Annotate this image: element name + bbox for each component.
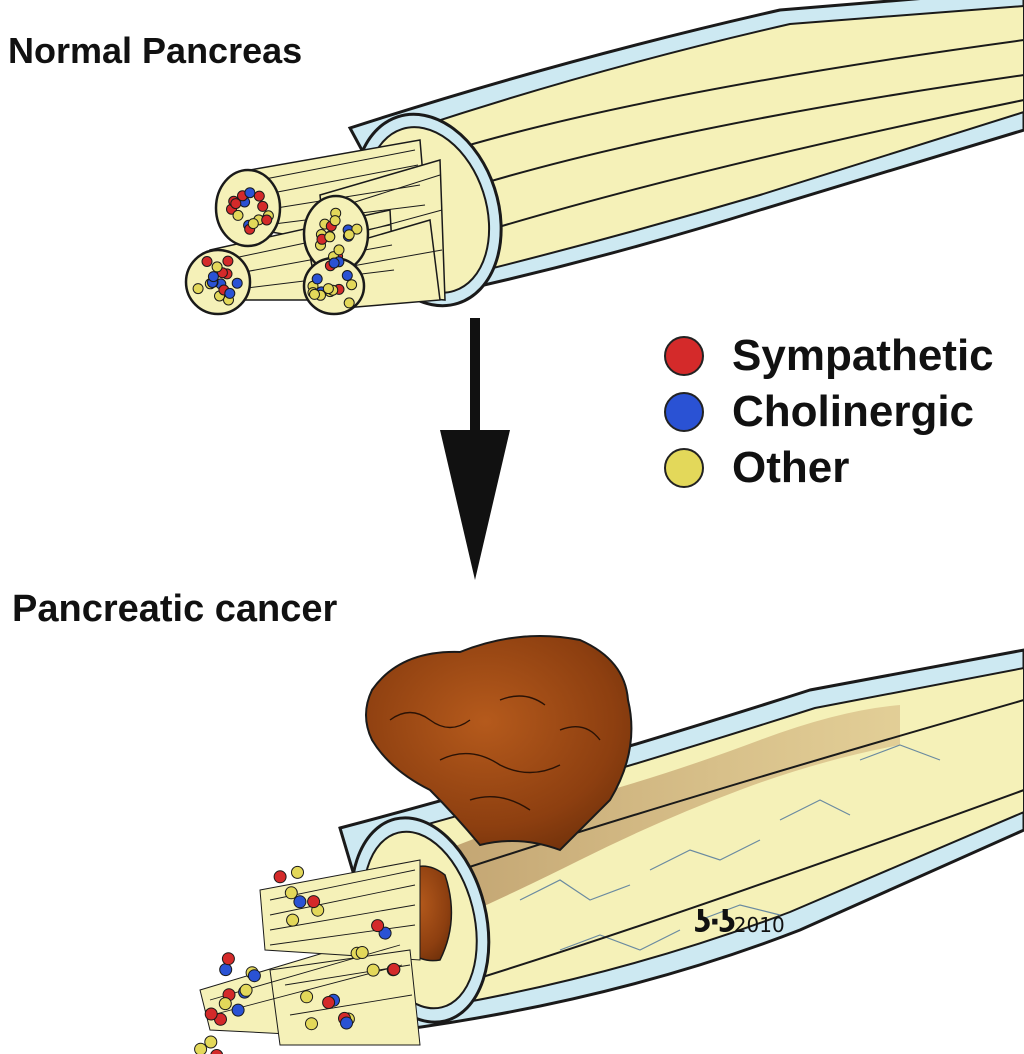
axon-dot xyxy=(248,219,258,229)
axon-dot xyxy=(294,896,306,908)
axon-dot xyxy=(211,1050,223,1054)
axon-dot xyxy=(323,997,335,1009)
axon-dot xyxy=(262,215,272,225)
axon-dot xyxy=(223,256,233,266)
axon-dot xyxy=(330,216,340,226)
axon-dot xyxy=(367,964,379,976)
signature-mark-icon: ʖ·ʖ xyxy=(694,905,734,940)
sympathetic-swatch-icon xyxy=(664,336,704,376)
legend-item-other: Other xyxy=(664,440,994,496)
axon-dot xyxy=(341,1017,353,1029)
axon-dot xyxy=(245,188,255,198)
axon-dot xyxy=(231,199,241,209)
axon-dot xyxy=(306,1018,318,1030)
axon-dot xyxy=(323,284,333,294)
legend-item-cholinergic: Cholinergic xyxy=(664,384,994,440)
artist-signature: ʖ·ʖ2010 xyxy=(694,905,785,940)
axon-dot xyxy=(287,914,299,926)
legend-label: Cholinergic xyxy=(732,387,974,437)
axon-dot xyxy=(344,298,354,308)
axon-dot xyxy=(212,262,222,272)
axon-dot xyxy=(205,1036,217,1048)
axon-dot xyxy=(233,210,243,220)
axon-dot xyxy=(258,201,268,211)
axon-dot xyxy=(254,191,264,201)
axon-dot xyxy=(285,887,297,899)
legend-label: Other xyxy=(732,443,849,493)
axon-dot xyxy=(347,280,357,290)
progression-arrow xyxy=(440,318,510,580)
other-swatch-icon xyxy=(664,448,704,488)
axon-dot xyxy=(193,284,203,294)
axon-dot xyxy=(372,920,384,932)
axon-dot xyxy=(222,953,234,965)
axon-dot xyxy=(220,964,232,976)
axon-dot xyxy=(225,288,235,298)
axon-dot xyxy=(388,963,400,975)
axon-dot xyxy=(292,866,304,878)
cholinergic-swatch-icon xyxy=(664,392,704,432)
axon-dot xyxy=(312,274,322,284)
axon-dot xyxy=(310,289,320,299)
axon-dot xyxy=(208,272,218,282)
axon-dot xyxy=(356,947,368,959)
axon-dot xyxy=(301,991,313,1003)
axon-dot xyxy=(344,230,354,240)
axon-dot xyxy=(232,278,242,288)
axon-dot xyxy=(329,258,339,268)
axon-dot xyxy=(248,970,260,982)
axon-dot xyxy=(195,1043,207,1054)
axon-dot xyxy=(325,232,335,242)
axon-dot xyxy=(334,245,344,255)
axon-dot xyxy=(205,1008,217,1020)
legend-item-sympathetic: Sympathetic xyxy=(664,328,994,384)
axon-dot xyxy=(240,984,252,996)
axon-dot xyxy=(232,1004,244,1016)
axon-dot xyxy=(342,271,352,281)
fascicle-end xyxy=(216,170,280,246)
legend-label: Sympathetic xyxy=(732,331,994,381)
axon-dot xyxy=(219,998,231,1010)
signature-year: 2010 xyxy=(734,913,785,937)
axon-dot xyxy=(202,257,212,267)
axon-dot xyxy=(308,896,320,908)
axon-dot xyxy=(274,871,286,883)
legend: Sympathetic Cholinergic Other xyxy=(664,328,994,496)
